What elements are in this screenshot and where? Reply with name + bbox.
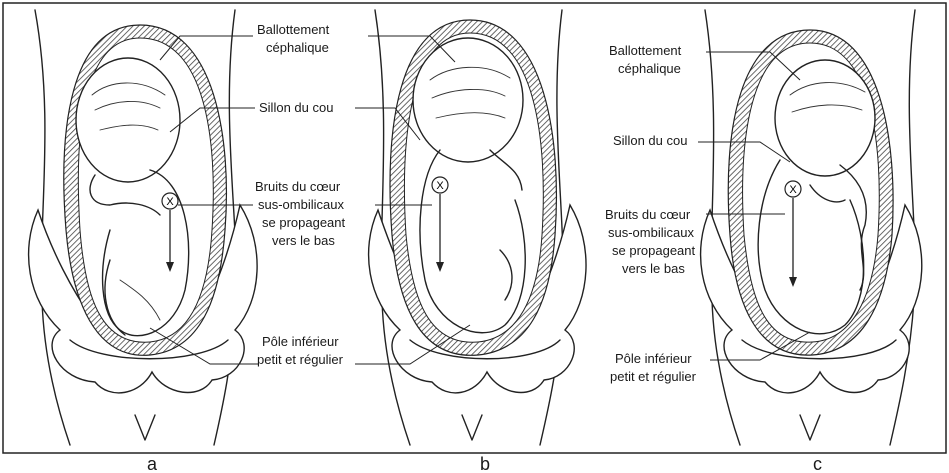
label-bruits-a-3: se propageant — [262, 215, 346, 230]
panel-letter-b: b — [480, 454, 490, 473]
fetal-head-a — [76, 58, 180, 182]
label-ballottement-c-2: céphalique — [618, 61, 681, 76]
fetal-head-c — [775, 60, 875, 176]
label-bruits-a-1: Bruits du cœur — [255, 179, 341, 194]
heart-marker-c: X — [789, 184, 797, 196]
label-bruits-c-1: Bruits du cœur — [605, 207, 691, 222]
label-bruits-c-3: se propageant — [612, 243, 696, 258]
panel-a: X — [29, 10, 258, 445]
label-pole-c-1: Pôle inférieur — [615, 351, 692, 366]
heart-marker-a: X — [166, 196, 174, 208]
label-bruits-c-4: vers le bas — [622, 261, 685, 276]
label-bruits-a-4: vers le bas — [272, 233, 335, 248]
panel-b: X — [369, 10, 586, 445]
label-sillon-a: Sillon du cou — [259, 100, 333, 115]
label-pole-c-2: petit et régulier — [610, 369, 697, 384]
label-ballottement-a-2: céphalique — [266, 40, 329, 55]
label-ballottement-a-1: Ballottement — [257, 22, 330, 37]
label-pole-a-2: petit et régulier — [257, 352, 344, 367]
panel-letter-c: c — [813, 454, 822, 473]
label-ballottement-c-1: Ballottement — [609, 43, 682, 58]
panel-c: X — [701, 10, 922, 445]
heart-marker-b: X — [436, 180, 444, 192]
label-bruits-c-2: sus-ombilicaux — [608, 225, 694, 240]
label-sillon-c: Sillon du cou — [613, 133, 687, 148]
panel-letter-a: a — [147, 454, 158, 473]
fetal-head-b — [413, 38, 523, 162]
label-pole-a-1: Pôle inférieur — [262, 334, 339, 349]
label-bruits-a-2: sus-ombilicaux — [258, 197, 344, 212]
